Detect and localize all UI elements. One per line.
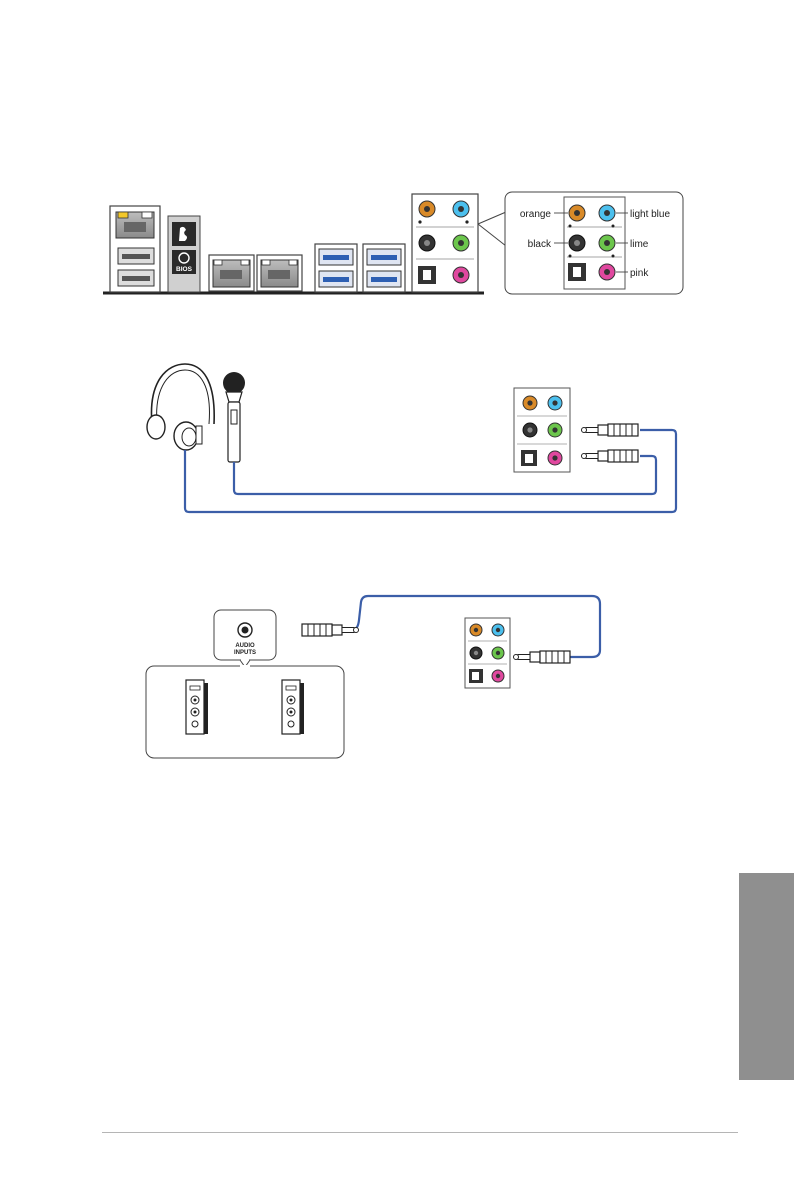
headphones-icon: [147, 364, 214, 450]
speaker-right-icon: [282, 680, 304, 734]
headphone-mic-diagram: [147, 364, 676, 512]
legend-label-orange: orange: [520, 209, 552, 220]
lan-usb-stack: [110, 206, 160, 292]
lan-led: [142, 212, 152, 218]
lan-led-yellow: [118, 212, 128, 218]
lan-port-2: [257, 255, 302, 291]
bios-label: BIOS: [176, 266, 193, 273]
rear-io-panel: BIOS: [103, 194, 506, 293]
speaker-plug: [302, 624, 359, 636]
speaker-jack-box: AUDIO INPUTS: [214, 610, 276, 667]
microphone-icon: [223, 372, 245, 462]
legend-label-light-blue: light blue: [630, 209, 670, 220]
audio-legend-callout: orange black light blue lime pink: [505, 192, 683, 294]
legend-label-pink: pink: [630, 268, 649, 279]
audio-inputs-label-line1: AUDIO: [235, 643, 255, 649]
plug-pink: [582, 450, 639, 462]
speaker-diagram: AUDIO INPUTS: [146, 596, 600, 758]
bios-flashback-module: BIOS: [168, 216, 200, 292]
diagram-audio-block-1: [514, 388, 570, 472]
plug-speaker-lime: [514, 651, 571, 663]
speakers-box: [146, 666, 344, 758]
headphone-cable: [185, 430, 676, 512]
legend-label-black: black: [528, 239, 552, 250]
audio-inputs-label-line2: INPUTS: [234, 650, 256, 656]
usb3-stack-2: [363, 244, 405, 292]
plug-lime: [582, 424, 639, 436]
rear-audio-block: [412, 194, 478, 292]
legend-label-lime: lime: [630, 239, 649, 250]
diagram-audio-block-2: [465, 618, 510, 688]
usb3-stack-1: [315, 244, 357, 292]
chapter-side-tab: [739, 873, 794, 1080]
speaker-left-icon: [186, 680, 208, 734]
footer-rule: [102, 1132, 738, 1133]
callout-line-bottom: [478, 224, 506, 246]
microphone-cable: [234, 456, 656, 494]
callout-line-top: [478, 212, 506, 224]
lan-port-1: [209, 255, 254, 291]
